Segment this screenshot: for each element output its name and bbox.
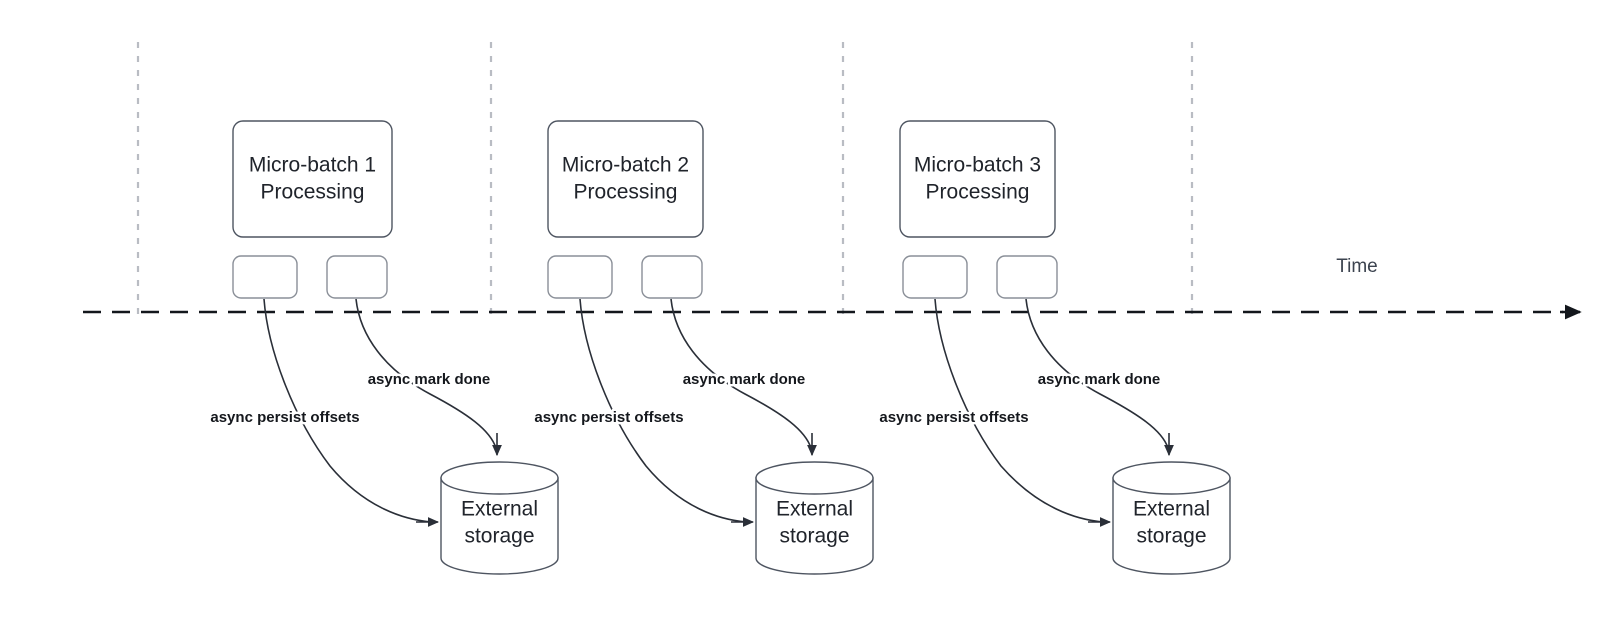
- edge-label-async-persist-offsets: async persist offsets: [879, 409, 1028, 426]
- edge-label-async-mark-done: async mark done: [683, 371, 806, 388]
- storage-cylinder-body-group-3[interactable]: [1112, 477, 1231, 575]
- storage-cylinder-body-group-1[interactable]: [440, 477, 559, 575]
- storage-label-line1: External: [1133, 498, 1210, 521]
- edge-label-async-persist-offsets: async persist offsets: [534, 409, 683, 426]
- batch-label-line2: Processing: [574, 181, 678, 204]
- time-axis-label: Time: [1336, 256, 1378, 277]
- edge-curve-async-mark-done: [670, 298, 812, 449]
- storage-label-line1: External: [461, 498, 538, 521]
- batch-box-group-1[interactable]: [232, 120, 393, 238]
- edge-label-async-mark-done: async mark done: [683, 371, 806, 388]
- mini-box-persist-offsets-task[interactable]: [547, 255, 613, 299]
- mini-box-persist-offsets-task[interactable]: [232, 255, 298, 299]
- mini-box-mark-done-task[interactable]: [641, 255, 703, 299]
- tick-lines-group: [136, 42, 1194, 322]
- edge-curve-async-persist-offsets: [263, 298, 433, 523]
- batch-label-line2: Processing: [261, 181, 365, 204]
- edge-label-async-persist-offsets: async persist offsets: [210, 409, 359, 426]
- batch-label-line1: Micro-batch 1: [249, 154, 376, 177]
- edge-curve-async-persist-offsets: [579, 298, 748, 523]
- edge-curve-async-mark-done: [355, 298, 497, 449]
- mini-box-mark-done-task[interactable]: [326, 255, 388, 299]
- edge-label-async-persist-offsets: async persist offsets: [879, 409, 1028, 426]
- edge-label-async-mark-done: async mark done: [1038, 371, 1161, 388]
- storage-cylinder-top-group-1: [440, 461, 559, 495]
- edge-label-async-persist-offsets: async persist offsets: [534, 409, 683, 426]
- batch-box-group-2[interactable]: [547, 120, 704, 238]
- storage-cylinder-top-group-3: [1112, 461, 1231, 495]
- edge-label-async-mark-done: async mark done: [368, 371, 491, 388]
- edge-label-async-persist-offsets: async persist offsets: [210, 409, 359, 426]
- labels-group: Time async persist offsets async persist o…: [208, 154, 1378, 548]
- storage-cylinder-top-group-2: [755, 461, 874, 495]
- nodes-group: [232, 120, 1231, 575]
- batch-box-group-3[interactable]: [899, 120, 1056, 238]
- storage-cylinder-body-group-2[interactable]: [755, 477, 874, 575]
- batch-label-line1: Micro-batch 3: [914, 154, 1041, 177]
- mini-box-persist-offsets-task[interactable]: [902, 255, 968, 299]
- storage-label-line1: External: [776, 498, 853, 521]
- storage-label-line2: storage: [1136, 525, 1206, 548]
- mini-box-mark-done-task[interactable]: [996, 255, 1058, 299]
- batch-label-line1: Micro-batch 2: [562, 154, 689, 177]
- storage-label-line2: storage: [779, 525, 849, 548]
- edge-label-async-mark-done: async mark done: [368, 371, 491, 388]
- edges-group: [263, 298, 1174, 527]
- edge-curve-async-persist-offsets: [934, 298, 1105, 523]
- storage-label-line2: storage: [464, 525, 534, 548]
- batch-label-line2: Processing: [926, 181, 1030, 204]
- edge-curve-async-mark-done: [1025, 298, 1169, 449]
- edge-label-async-mark-done: async mark done: [1038, 371, 1161, 388]
